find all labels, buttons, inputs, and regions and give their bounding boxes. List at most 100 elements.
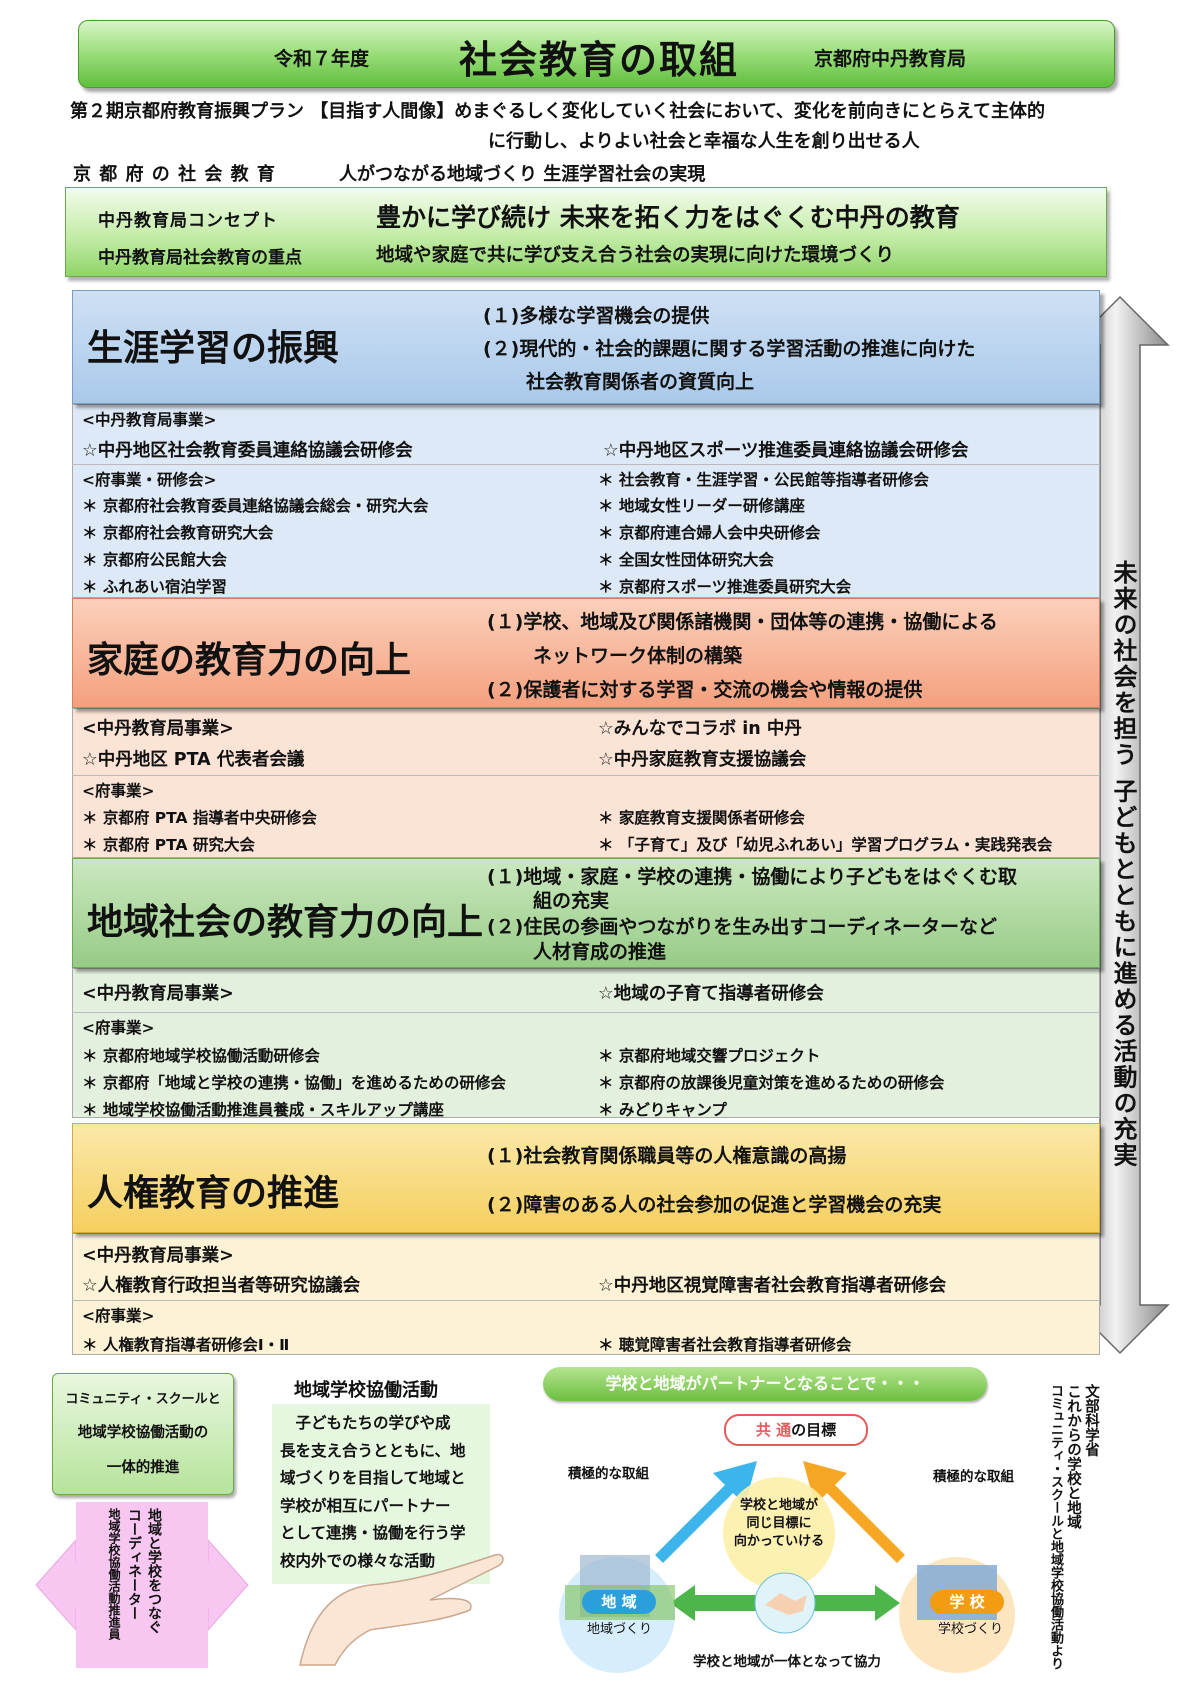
activity-box: 子どもたちの学びや成 長を支え合うとともに、地 域づくりを目指して地域と 学校が…	[272, 1404, 490, 1584]
section-human-rights-header: 人権教育の推進 (１)社会教育関係職員等の人権意識の高揚 (２)障害のある人の社…	[72, 1123, 1100, 1233]
pref-project: ＊ 全国女性団体研究大会	[598, 551, 774, 569]
pref-project: ＊ 京都府「地域と学校の連携・協働」を進めるための研修会	[82, 1074, 506, 1092]
mext-source: 文部科学省 これからの学校と地域 コミュニティ・スクールと地域学校協働活動より	[1046, 1384, 1100, 1670]
pref-projects-label: <府事業>	[82, 1019, 155, 1037]
pref-project: ＊ 京都府社会教育委員連絡協議会総会・研究大会	[82, 497, 429, 515]
section-family-header: 家庭の教育力の向上 (１)学校、地域及び関係諸機関・団体等の連携・協働による ネ…	[72, 598, 1100, 708]
section-lifelong-header: 生涯学習の振興 (１)多様な学習機会の提供 (２)現代的・社会的課題に関する学習…	[72, 290, 1100, 404]
divider	[72, 464, 1100, 465]
school-label: 学 校	[930, 1590, 1004, 1614]
goal-item: (１)学校、地域及び関係諸機関・団体等の連携・協働による	[487, 611, 998, 633]
coordinator-text: 地域と学校をつなぐ コーディネーター 地域学校協働活動推進員	[104, 1508, 164, 1663]
activity-line: として連携・協働を行う学	[280, 1524, 466, 1542]
pref-projects-label: <府事業>	[82, 1307, 155, 1325]
activity-line: 長を支え合うとともに、地	[280, 1441, 466, 1460]
pref-project: ＊ 京都府の放課後児童対策を進めるための研修会	[598, 1074, 945, 1092]
pref-project: ＊ 人権教育指導者研修会Ⅰ・Ⅱ	[82, 1336, 290, 1354]
goal-item: (１)社会教育関係職員等の人権意識の高揚	[487, 1145, 847, 1167]
focus-label: 中丹教育局社会教育の重点	[98, 248, 302, 268]
common-goal-text: の目標	[791, 1421, 837, 1439]
coordinator-line: コーディネーター	[126, 1508, 142, 1620]
partnership-diagram	[559, 1461, 1015, 1673]
office-projects-label: <中丹教育局事業>	[82, 1246, 234, 1266]
concept-label: 中丹教育局コンセプト	[98, 211, 278, 231]
office-project: ☆人権教育行政担当者等研究協議会	[82, 1276, 361, 1296]
pref-project: ＊ 京都府地域学校協働活動研修会	[82, 1047, 320, 1065]
goal-item: 社会教育関係者の資質向上	[526, 371, 755, 393]
section-title: 生涯学習の振興	[87, 328, 340, 369]
pref-project: ＊ 京都府 PTA 研究大会	[82, 836, 255, 854]
fiscal-year: 令和７年度	[274, 48, 370, 70]
pref-project: ＊ 京都府社会教育研究大会	[82, 524, 274, 542]
region-sub: 地域づくり	[587, 1622, 653, 1637]
activity-line: 校内外での様々な活動	[280, 1551, 436, 1570]
region-label: 地 域	[582, 1590, 656, 1614]
section-community-header: 地域社会の教育力の向上 (１)地域・家庭・学校の連携・協働により子どもをはぐくむ…	[72, 858, 1100, 968]
pref-project: ＊ 京都府地域交響プロジェクト	[598, 1047, 821, 1065]
goal-item: ネットワーク体制の構築	[533, 645, 743, 667]
activity-line: 子どもたちの学びや成	[295, 1414, 451, 1432]
center-circle-text: 学校と地域が 同じ目標に 向かっていける	[717, 1497, 841, 1551]
source-line: これからの学校と地域	[1065, 1384, 1081, 1529]
concept-text: 豊かに学び続け 未来を拓く力をはぐくむ中丹の教育	[376, 203, 960, 232]
left-active-label: 積極的な取組	[568, 1466, 649, 1482]
coordinator-line: 地域と学校をつなぐ	[146, 1508, 162, 1634]
plan-line-1: 第２期京都府教育振興プラン 【目指す人間像】めまぐるしく変化していく社会において…	[70, 101, 1046, 122]
office-project: ☆中丹地区社会教育委員連絡協議会研修会	[82, 441, 413, 461]
partner-banner: 学校と地域がパートナーとなることで・・・	[543, 1367, 987, 1401]
cs-integration-box: コミュニティ・スクールと 地域学校協働活動の 一体的推進	[52, 1373, 234, 1495]
source-line: 文部科学省	[1083, 1384, 1099, 1457]
office-project: ☆中丹家庭教育支援協議会	[598, 750, 807, 770]
activity-line: 域づくりを目指して地域と	[280, 1469, 466, 1487]
office-projects-label: <中丹教育局事業>	[82, 411, 217, 429]
section-title: 家庭の教育力の向上	[87, 640, 412, 681]
section-human-rights-body	[72, 1233, 1100, 1355]
office-project: ☆みんなでコラボ in 中丹	[598, 719, 802, 739]
office-project: ☆中丹地区 PTA 代表者会議	[82, 750, 305, 770]
pref-project: ＊ 京都府 PTA 指導者中央研修会	[82, 809, 317, 827]
pref-projects-label: <府事業・研修会>	[82, 471, 217, 489]
section-title: 人権教育の推進	[87, 1173, 340, 1214]
pref-project: ＊ 「子育て」及び「幼児ふれあい」学習プログラム・実践発表会	[598, 836, 1053, 854]
coordinator-line: 地域学校協働活動推進員	[107, 1508, 121, 1640]
activity-line: 学校が相互にパートナー	[280, 1496, 451, 1515]
center-line: 学校と地域が	[739, 1498, 818, 1513]
office-project: ☆中丹地区スポーツ推進委員連絡協議会研修会	[603, 441, 969, 461]
pref-project: ＊ 聴覚障害者社会教育指導者研修会	[598, 1336, 852, 1354]
coordinator-arrow	[35, 1502, 249, 1668]
focus-text: 地域や家庭で共に学び支え合う社会の実現に向けた環境づくり	[376, 245, 895, 266]
pref-project: ＊ 家庭教育支援関係者研修会	[598, 809, 805, 827]
right-arrow-text: 未来の社会を担う 子どもとともに進める活動の充実	[1109, 560, 1137, 1169]
pref-project: ＊ 地域女性リーダー研修講座	[598, 497, 805, 515]
office-name: 京都府中丹教育局	[814, 48, 967, 70]
pref-project: ＊ 京都府連合婦人会中央研修会	[598, 524, 821, 542]
source-line: コミュニティ・スクールと地域学校協働活動より	[1048, 1384, 1063, 1670]
goal-item: (２)現代的・社会的課題に関する学習活動の推進に向けた	[483, 338, 976, 360]
office-project: ☆地域の子育て指導者研修会	[598, 984, 824, 1004]
cs-line: 一体的推進	[106, 1460, 180, 1476]
kyoto-goal-label: 京 都 府 の 社 会 教 育	[73, 164, 276, 185]
section-title: 地域社会の教育力の向上	[87, 902, 484, 943]
common-goal-em: 共 通	[755, 1421, 792, 1439]
pref-projects-label: <府事業>	[82, 782, 155, 800]
section-lifelong-body	[72, 404, 1100, 598]
pref-project: ＊ ふれあい宿泊学習	[82, 578, 227, 596]
divider	[72, 1300, 1100, 1301]
center-line: 向かっていける	[733, 1534, 825, 1549]
concept-box: 中丹教育局コンセプト 豊かに学び続け 未来を拓く力をはぐくむ中丹の教育 中丹教育…	[65, 187, 1107, 277]
goal-item: (２)住民の参画やつながりを生み出すコーディネーターなど	[487, 916, 998, 938]
pref-project: ＊ 京都府スポーツ推進委員研究大会	[598, 578, 852, 596]
kyoto-goal-text: 人がつながる地域づくり 生涯学習社会の実現	[339, 164, 706, 185]
cooperate-text: 学校と地域が一体となって協力	[693, 1654, 881, 1670]
goal-item: (２)保護者に対する学習・交流の機会や情報の提供	[487, 679, 923, 701]
goal-item: 組の充実	[533, 890, 610, 912]
goal-item: (２)障害のある人の社会参加の促進と学習機会の充実	[487, 1194, 942, 1216]
pref-project: ＊ 社会教育・生涯学習・公民館等指導者研修会	[598, 471, 929, 489]
divider	[72, 1012, 1100, 1013]
plan-line-2: に行動し、よりよい社会と幸福な人生を創り出せる人	[488, 131, 920, 152]
pref-project: ＊ 京都府公民館大会	[82, 551, 227, 569]
page-title: 社会教育の取組	[459, 38, 740, 82]
goal-item: (１)多様な学習機会の提供	[483, 305, 710, 327]
center-line: 同じ目標に	[746, 1516, 812, 1531]
office-projects-label: <中丹教育局事業>	[82, 984, 234, 1004]
